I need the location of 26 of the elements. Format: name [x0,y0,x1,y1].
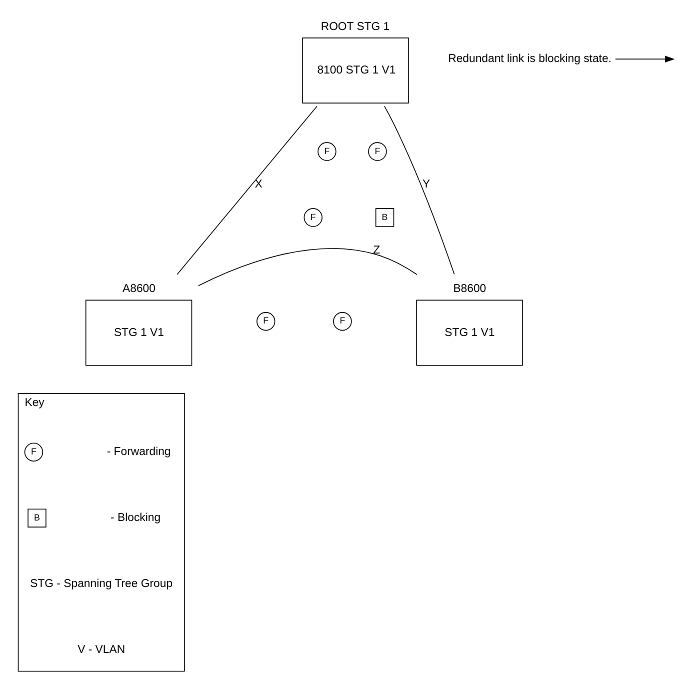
node-box: STG 1 V1 [416,299,523,366]
node-circle: F [368,142,387,160]
node-label: A8600 [122,282,156,295]
node-box: B [28,508,46,527]
node-text: Redundant link is blocking state. [448,52,612,65]
node-box: B [375,208,394,226]
node-circle: F [24,442,44,461]
connector [176,105,318,274]
node-label: ROOT STG 1 [320,20,390,32]
node-circle: F [256,312,276,330]
edge-label: X [254,178,262,190]
node-circle: F [304,208,322,226]
node-circle: F [318,142,336,160]
connector [198,248,418,286]
edge-label: Z [373,244,380,256]
legend-label: V - VLAN [78,644,126,656]
arrow [614,55,675,62]
edge-label: Y [422,178,430,190]
node-label: B8600 [453,282,486,295]
legend-label: - Blocking [110,512,161,524]
legend-label: STG - Spanning Tree Group [30,578,173,590]
connector [384,105,455,274]
node-circle: F [333,312,352,330]
node-box: STG 1 V1 [85,299,192,366]
legend-label: - Forwarding [106,446,171,458]
node-box: 8100 STG 1 V1 [302,37,409,103]
